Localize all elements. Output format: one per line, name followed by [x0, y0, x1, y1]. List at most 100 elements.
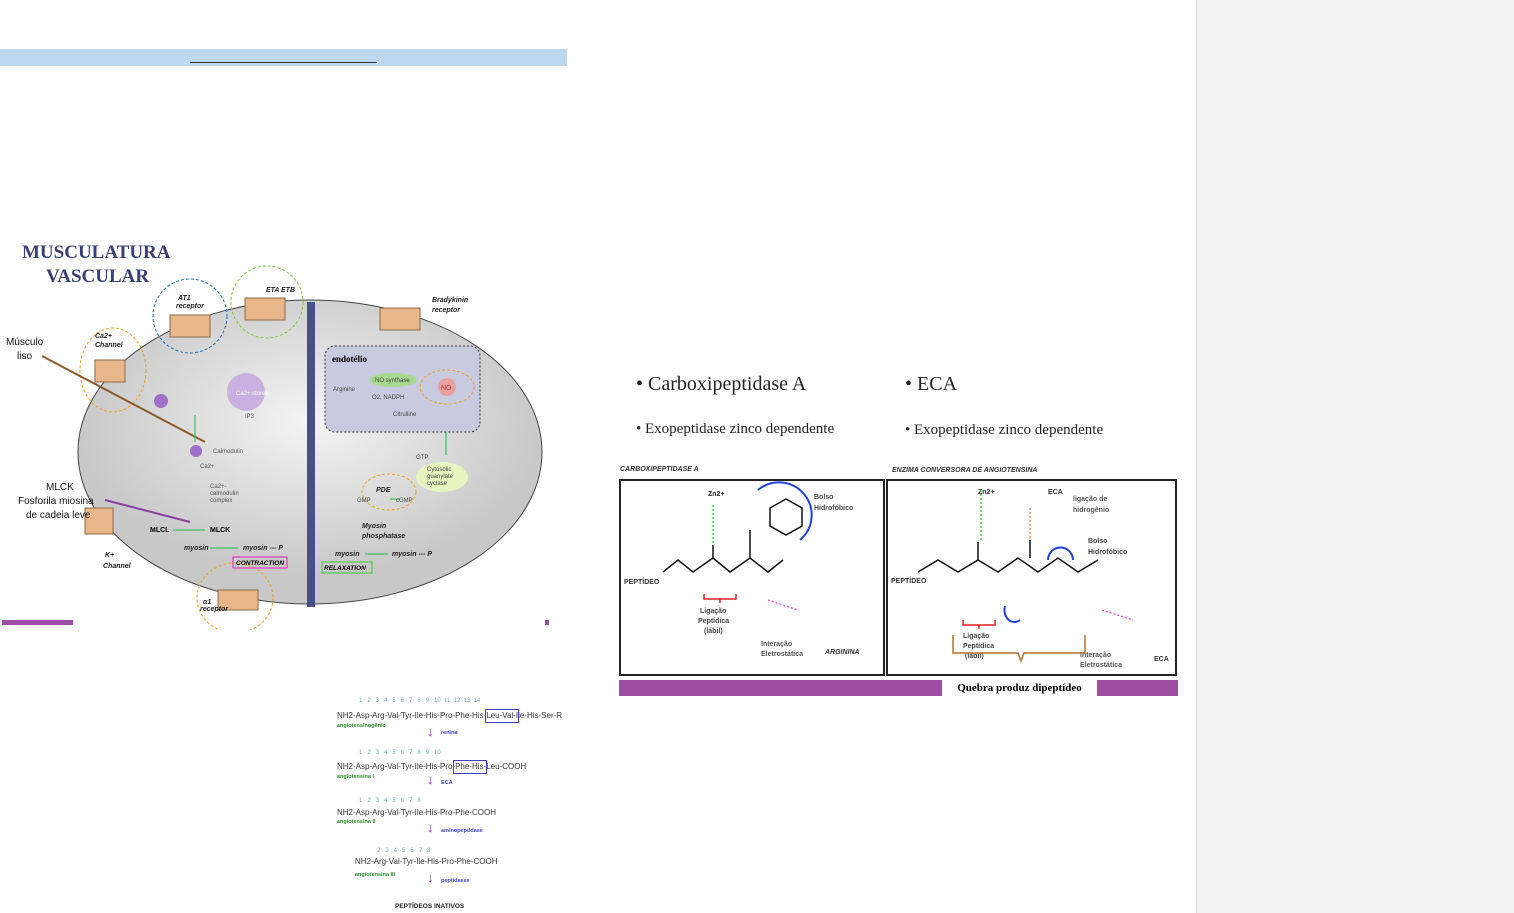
bullet-eca: • ECA — [905, 373, 958, 395]
pde-circle — [361, 473, 417, 511]
svg-text:receptor: receptor — [176, 303, 205, 310]
svg-text:Ca2+ stores: Ca2+ stores — [236, 391, 269, 397]
dipeptide-label: Quebra produz dipeptídeo — [942, 680, 1097, 696]
svg-text:cyclase: cyclase — [427, 481, 448, 487]
svg-text:Interação: Interação — [761, 641, 792, 648]
svg-text:AT1: AT1 — [177, 295, 191, 302]
svg-text:MLCK: MLCK — [46, 482, 74, 493]
enzyme-name: peptidases — [441, 878, 470, 884]
relaxation-box — [321, 561, 373, 574]
svg-text:O2, NADPH: O2, NADPH — [372, 395, 404, 401]
svg-text:(lábil): (lábil) — [704, 628, 723, 635]
no-molecule — [438, 378, 456, 396]
comments-sidebar — [1196, 0, 1514, 913]
hydrophobic-pocket — [757, 481, 813, 541]
enzyme-name: aminopeptidase — [441, 828, 483, 834]
peptide-name: angiotensina III — [355, 872, 396, 878]
dipeptide-brace — [952, 635, 1086, 664]
vascular-muscle-figure: MUSCULATURA VASCULAR AT1 receptor ETA ET… — [6, 242, 543, 630]
svg-text:Arginine: Arginine — [333, 387, 356, 393]
bullet-text: Exopeptidase zinco dependente — [645, 421, 835, 437]
sequence: NH2-Asp-Arg-Val-Tyr-Ile-His-Pro-Phe-His-… — [337, 711, 563, 720]
svg-text:de cadeia leve: de cadeia leve — [26, 510, 91, 521]
svg-text:CARBOXIPEPTIDASE A: CARBOXIPEPTIDASE A — [620, 466, 699, 473]
svg-text:ARGININA: ARGININA — [824, 649, 860, 656]
bullet-text: Exopeptidase zinco dependente — [914, 422, 1104, 438]
svg-text:Ligação: Ligação — [700, 608, 726, 615]
sequence: NH2-Arg-Val-Tyr-Ile-His-Pro-Phe-COOH — [355, 857, 498, 866]
alpha1-circle — [196, 562, 274, 630]
svg-text:Channel: Channel — [103, 563, 132, 570]
svg-text:Hidrofóbico: Hidrofóbico — [814, 505, 853, 512]
svg-text:myosin --- P: myosin --- P — [243, 545, 283, 552]
guanylate-cyclase — [416, 462, 468, 492]
ca-ion — [154, 394, 168, 408]
svg-text:Peptídica: Peptídica — [698, 618, 729, 625]
svg-text:Citrulline: Citrulline — [393, 412, 417, 418]
arrow-down-icon: ↓ — [427, 724, 434, 739]
svg-text:Ligação: Ligação — [963, 633, 989, 640]
header-band — [0, 49, 567, 66]
enzyme-name: renina — [441, 730, 458, 736]
svg-text:Zn2+: Zn2+ — [708, 491, 725, 498]
svg-text:Ca2+: Ca2+ — [95, 333, 112, 340]
peptide-name: angiotensina I — [337, 774, 374, 780]
svg-text:Músculo: Músculo — [6, 337, 44, 348]
svg-text:endotélio: endotélio — [332, 354, 367, 364]
cleavage-box — [485, 709, 519, 723]
ca-channel-circle — [79, 327, 147, 413]
receptor-icons — [84, 297, 421, 611]
svg-text:K+: K+ — [105, 552, 114, 559]
svg-text:Peptídica: Peptídica — [963, 643, 994, 650]
svg-text:PEPTÍDEO: PEPTÍDEO — [624, 577, 660, 586]
ca-stores — [227, 373, 265, 411]
hydrophobic-pocket — [1003, 605, 1021, 623]
cell-divider — [307, 302, 315, 607]
svg-text:Zn2+: Zn2+ — [978, 489, 995, 496]
svg-text:Bolso: Bolso — [1088, 538, 1107, 545]
svg-text:cGMP: cGMP — [396, 498, 413, 504]
svg-text:RELAXATION: RELAXATION — [324, 565, 366, 572]
svg-text:ETB: ETB — [281, 287, 295, 294]
residue-numbers: 1 2 3 4 5 6 7 8 9 10 11 12 13 14 — [359, 698, 481, 704]
svg-text:VASCULAR: VASCULAR — [46, 266, 149, 287]
endothelium-box — [324, 345, 481, 433]
svg-text:guanylate: guanylate — [427, 474, 454, 480]
svg-text:Bolso: Bolso — [814, 494, 833, 501]
enzyme-name: ECA — [441, 780, 453, 786]
header-underline — [190, 62, 377, 63]
figure-title: MUSCULATURA — [22, 242, 171, 263]
arrow-down-icon: ↓ — [427, 772, 434, 787]
arrow-down-icon: ↓ — [427, 820, 434, 835]
mlck-arrow — [104, 499, 191, 523]
svg-text:myosin --- P: myosin --- P — [392, 551, 432, 558]
bullet-text: Carboxipeptidase A — [648, 373, 807, 395]
hydrophobic-pocket — [1047, 546, 1074, 561]
peptide-name: angiotensinogênio — [337, 723, 386, 729]
accent-bar — [2, 620, 73, 625]
svg-text:complex: complex — [210, 498, 232, 504]
svg-text:receptor: receptor — [432, 307, 461, 314]
residue-numbers: 1 2 3 4 5 6 7 8 — [359, 798, 421, 804]
peptide-name: angiotensina II — [337, 819, 376, 825]
bond-bracket — [703, 594, 737, 603]
svg-text:Hidrofóbico: Hidrofóbico — [1088, 549, 1127, 556]
enzyme-mechanism-figure: CARBOXIPEPTIDASE A ENZIMA CONVERSORA DE … — [619, 466, 1177, 676]
svg-text:Fosforila miosina: Fosforila miosina — [18, 496, 94, 507]
svg-text:MLCL: MLCL — [150, 527, 170, 534]
svg-text:PDE: PDE — [376, 487, 391, 494]
svg-text:Myosin: Myosin — [362, 523, 386, 530]
sub-bullet-eca: • Exopeptidase zinco dependente — [905, 422, 1104, 438]
sequence: NH2-Asp-Arg-Val-Tyr-Ile-His-Pro-Phe-COOH — [337, 808, 496, 817]
svg-text:myosin: myosin — [184, 545, 209, 552]
arrow-down-icon: ↓ — [427, 870, 434, 885]
svg-text:ligação de: ligação de — [1073, 496, 1107, 503]
svg-text:Bradykinin: Bradykinin — [432, 297, 468, 304]
musculo-liso-arrow — [41, 355, 206, 443]
cpa-panel — [619, 479, 885, 676]
svg-text:GMP: GMP — [357, 498, 371, 504]
no-synthase-pill — [369, 373, 417, 387]
svg-text:Channel: Channel — [95, 342, 124, 349]
svg-text:myosin: myosin — [335, 551, 360, 558]
svg-text:α1: α1 — [203, 599, 211, 606]
